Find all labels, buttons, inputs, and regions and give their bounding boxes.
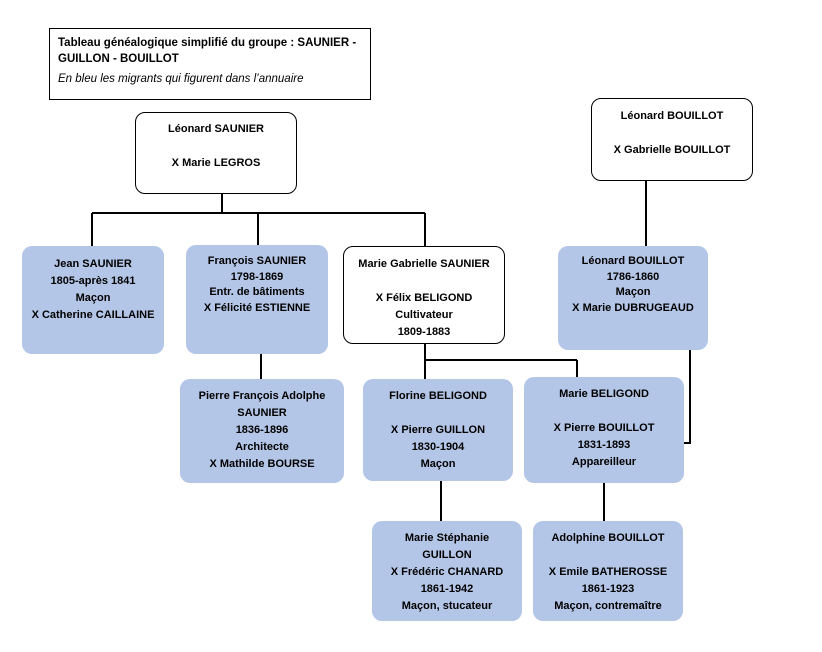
node-spacer [592, 125, 752, 142]
node-text: Architecte [235, 441, 289, 453]
node-text: Adolphine BOUILLOT [551, 532, 665, 544]
node-text: Appareilleur [571, 456, 637, 468]
legend-title-line1: Tableau généalogique simplifié du groupe… [58, 37, 357, 49]
node-text: Cultivateur [395, 309, 453, 321]
node-text: X Félix BELIGOND [375, 292, 473, 304]
legend-box: Tableau généalogique simplifié du groupe… [49, 28, 371, 100]
node-pierre-francois-adolphe-saunier: Pierre François Adolphe SAUNIER 1836-189… [180, 379, 344, 483]
node-text: X Marie DUBRUGEAUD [572, 301, 694, 314]
node-text: Marie Stéphanie [404, 532, 490, 544]
node-text: Maçon [615, 286, 651, 298]
node-adolphine-bouillot: Adolphine BOUILLOT X Emile BATHEROSSE 18… [533, 521, 683, 621]
legend-title-line2: GUILLON - BOUILLOT [58, 53, 179, 65]
node-text: 1809-1883 [397, 326, 451, 338]
node-spacer [524, 403, 684, 420]
node-text: Marie BELIGOND [559, 388, 649, 400]
node-text: X Marie LEGROS [171, 157, 261, 169]
node-spacer [344, 273, 504, 290]
node-text: X Pierre GUILLON [390, 424, 486, 436]
node-text: Maçon [75, 292, 111, 304]
node-text: 1786-1860 [606, 270, 660, 283]
node-text: Maçon, contremaître [554, 600, 662, 612]
node-text: 1830-1904 [411, 441, 465, 453]
node-leonard-saunier: Léonard SAUNIER X Marie LEGROS [135, 112, 297, 194]
node-spacer [533, 547, 683, 564]
node-text: X Mathilde BOURSE [209, 458, 315, 470]
node-text: X Frédéric CHANARD [390, 566, 504, 578]
node-spacer [136, 138, 296, 155]
node-text: 1836-1896 [235, 424, 289, 436]
node-leonard-bouillot-jr: Léonard BOUILLOT 1786-1860 Maçon X Marie… [558, 246, 708, 350]
node-text: X Gabrielle BOUILLOT [613, 144, 731, 156]
node-text: X Catherine CAILLAINE [31, 309, 155, 321]
node-text: GUILLON [422, 549, 472, 561]
node-florine-beligond: Florine BELIGOND X Pierre GUILLON 1830-1… [363, 379, 513, 481]
node-francois-saunier: François SAUNIER 1798-1869 Entr. de bâti… [186, 245, 328, 354]
node-jean-saunier: Jean SAUNIER 1805-après 1841 Maçon X Cat… [22, 246, 164, 354]
node-marie-gabrielle-saunier: Marie Gabrielle SAUNIER X Félix BELIGOND… [343, 246, 505, 344]
node-text: Jean SAUNIER [54, 258, 132, 270]
node-spacer [363, 405, 513, 422]
node-text: 1798-1869 [230, 270, 284, 283]
node-text: Léonard BOUILLOT [620, 110, 724, 122]
connector-bouillot-to-marie-beligond [684, 350, 691, 444]
node-text: Léonard SAUNIER [168, 123, 264, 135]
node-leonard-bouillot-sr: Léonard BOUILLOT X Gabrielle BOUILLOT [591, 98, 753, 181]
node-text: Pierre François Adolphe [198, 390, 326, 402]
node-text: X Félicité ESTIENNE [203, 301, 311, 314]
node-text: 1861-1923 [581, 583, 635, 595]
node-text: X Emile BATHEROSSE [548, 566, 668, 578]
node-text: X Pierre BOUILLOT [553, 422, 655, 434]
legend-note: En bleu les migrants qui figurent dans l… [58, 73, 304, 85]
node-text: 1831-1893 [577, 439, 631, 451]
node-text: Maçon, stucateur [401, 600, 493, 612]
node-text: Marie Gabrielle SAUNIER [358, 258, 490, 270]
node-text: 1861-1942 [420, 583, 474, 595]
node-marie-stephanie-guillon: Marie Stéphanie GUILLON X Frédéric CHANA… [372, 521, 522, 621]
node-text: Maçon [420, 458, 456, 470]
node-text: SAUNIER [237, 407, 287, 419]
node-text: Florine BELIGOND [389, 390, 487, 402]
node-text: François SAUNIER [207, 255, 307, 267]
node-text: Léonard BOUILLOT [581, 255, 685, 267]
node-text: Entr. de bâtiments [209, 286, 305, 298]
node-text: 1805-après 1841 [50, 275, 136, 287]
node-marie-beligond: Marie BELIGOND X Pierre BOUILLOT 1831-18… [524, 377, 684, 483]
